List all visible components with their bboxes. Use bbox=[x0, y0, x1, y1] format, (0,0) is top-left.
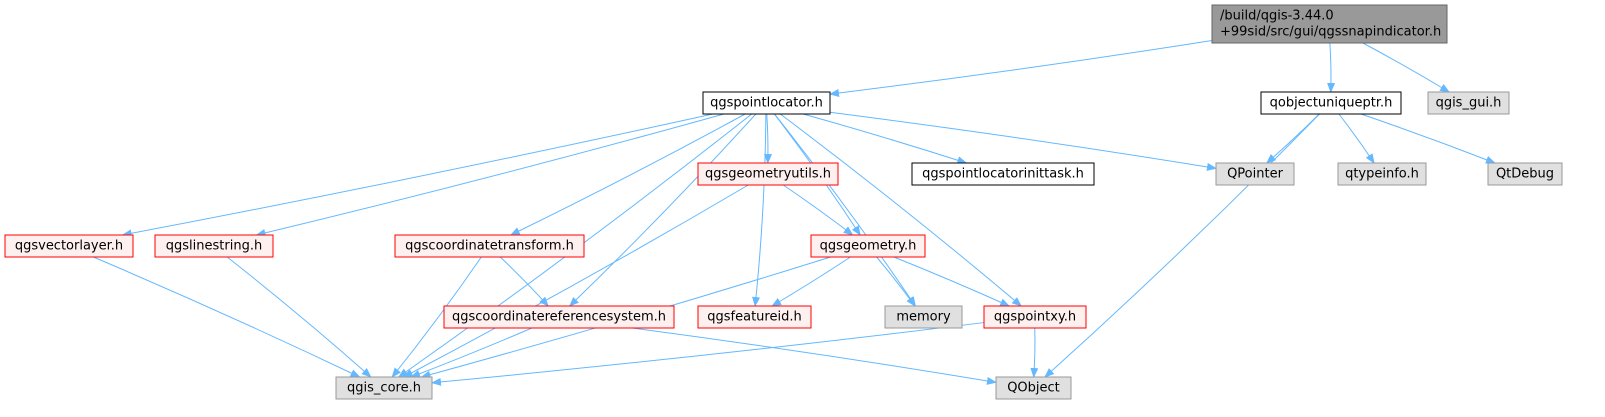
node-label-qtdebug: QtDebug bbox=[1496, 167, 1554, 182]
edge-root-to-qobjectuniqueptr bbox=[1327, 42, 1336, 93]
edge-qgspointlocator-to-memory bbox=[774, 113, 916, 307]
node-qobjectuniqueptr[interactable]: qobjectuniqueptr.h bbox=[1260, 91, 1402, 115]
edge-qgspointlocator-to-qgsgeometryutils bbox=[764, 113, 773, 164]
node-label-qgslinestring: qgslinestring.h bbox=[166, 239, 262, 254]
edge-qobjectuniqueptr-to-qtypeinfo bbox=[1338, 113, 1375, 164]
node-label-root: +99sid/src/gui/qgssnapindicator.h bbox=[1220, 25, 1441, 40]
node-label-qpointer: QPointer bbox=[1227, 167, 1284, 182]
node-box-qgspointlocator bbox=[702, 91, 831, 115]
edge-qgsgeometry-to-qgspointxy bbox=[893, 256, 1011, 307]
edge-qgscoordinatetransform-to-qgis_core bbox=[391, 256, 482, 378]
node-label-root: /build/qgis-3.44.0 bbox=[1220, 9, 1334, 24]
node-box-qgsfeatureid bbox=[697, 305, 812, 329]
node-qgslinestring[interactable]: qgslinestring.h bbox=[154, 234, 274, 258]
edge-qgspointlocator-to-qgspointlocatorinittask bbox=[803, 113, 968, 165]
node-box-qgscoordinatetransform bbox=[394, 234, 585, 258]
edge-root-to-qgis_gui bbox=[1362, 42, 1451, 93]
node-box-qgsgeometryutils bbox=[697, 162, 839, 186]
edge-qgslinestring-to-qgis_core bbox=[226, 256, 372, 378]
edge-qgspointlocator-to-qgspointxy bbox=[780, 113, 1022, 307]
node-qgsgeometryutils[interactable]: qgsgeometryutils.h bbox=[697, 162, 839, 186]
edge-qgspointlocator-to-qgscoordinatetransform bbox=[509, 113, 746, 236]
node-label-qtypeinfo: qtypeinfo.h bbox=[1345, 167, 1419, 182]
node-root[interactable]: /build/qgis-3.44.0+99sid/src/gui/qgssnap… bbox=[1211, 4, 1448, 44]
node-box-memory bbox=[884, 305, 963, 329]
node-qgis_gui: qgis_gui.h bbox=[1427, 91, 1510, 115]
node-label-memory: memory bbox=[896, 310, 951, 325]
node-qtypeinfo: qtypeinfo.h bbox=[1337, 162, 1427, 186]
node-label-qgis_gui: qgis_gui.h bbox=[1436, 96, 1502, 111]
node-memory: memory bbox=[884, 305, 963, 329]
edge-qobjectuniqueptr-to-qtdebug bbox=[1360, 113, 1496, 164]
node-label-qgsgeometry: qgsgeometry.h bbox=[820, 239, 917, 254]
node-box-qpointer bbox=[1215, 162, 1295, 186]
node-qgscoordinatereferencesystem[interactable]: qgscoordinatereferencesystem.h bbox=[443, 305, 675, 329]
edges-layer bbox=[93, 39, 1496, 386]
node-qgspointlocatorinittask[interactable]: qgspointlocatorinittask.h bbox=[911, 162, 1095, 186]
edge-qobjectuniqueptr-to-qobject bbox=[1044, 113, 1320, 378]
edge-qobjectuniqueptr-to-qpointer bbox=[1266, 113, 1320, 164]
node-label-qobjectuniqueptr: qobjectuniqueptr.h bbox=[1270, 96, 1393, 111]
node-box-qgspointxy bbox=[983, 305, 1087, 329]
node-qgspointxy[interactable]: qgspointxy.h bbox=[983, 305, 1087, 329]
node-label-qgspointlocatorinittask: qgspointlocatorinittask.h bbox=[922, 167, 1084, 182]
node-label-qobject: QObject bbox=[1007, 381, 1060, 396]
node-label-qgspointlocator: qgspointlocator.h bbox=[710, 96, 823, 111]
node-qtdebug: QtDebug bbox=[1487, 162, 1563, 186]
edge-qgscoordinatetransform-to-qgscoordinatereferencesystem bbox=[499, 256, 549, 307]
node-box-qgslinestring bbox=[154, 234, 274, 258]
edge-qgscoordinatereferencesystem-to-qgis_core bbox=[410, 327, 533, 378]
node-box-qtypeinfo bbox=[1337, 162, 1427, 186]
edge-qgspointlocator-to-qpointer bbox=[829, 111, 1217, 171]
node-qgsvectorlayer[interactable]: qgsvectorlayer.h bbox=[4, 234, 134, 258]
node-box-qgis_core bbox=[335, 376, 433, 400]
nodes-layer: /build/qgis-3.44.0+99sid/src/gui/qgssnap… bbox=[4, 4, 1563, 400]
node-label-qgis_core: qgis_core.h bbox=[347, 381, 421, 396]
edge-qgsgeometry-to-qgsfeatureid bbox=[771, 256, 851, 307]
edge-qgsvectorlayer-to-qgis_core bbox=[93, 256, 361, 378]
node-box-qgspointlocatorinittask bbox=[911, 162, 1095, 186]
node-box-qobject bbox=[995, 376, 1072, 400]
edge-qgsgeometryutils-to-qgsgeometry bbox=[782, 184, 854, 236]
node-box-qgsgeometry bbox=[810, 234, 926, 258]
edge-qgspointlocator-to-qgsfeatureid bbox=[752, 113, 767, 307]
node-qgsfeatureid[interactable]: qgsfeatureid.h bbox=[697, 305, 812, 329]
node-label-qgscoordinatereferencesystem: qgscoordinatereferencesystem.h bbox=[452, 310, 666, 325]
node-box-qobjectuniqueptr bbox=[1260, 91, 1402, 115]
edge-qgspointxy-to-qobject bbox=[1030, 327, 1039, 378]
edge-qgsgeometry-to-memory bbox=[876, 256, 916, 307]
node-qgsgeometry[interactable]: qgsgeometry.h bbox=[810, 234, 926, 258]
node-label-qgsgeometryutils: qgsgeometryutils.h bbox=[705, 167, 831, 182]
node-label-qgspointxy: qgspointxy.h bbox=[994, 310, 1076, 325]
edge-qgscoordinatereferencesystem-to-qobject bbox=[632, 327, 997, 385]
node-box-qgsvectorlayer bbox=[4, 234, 134, 258]
node-label-qgsvectorlayer: qgsvectorlayer.h bbox=[15, 239, 123, 254]
node-box-qtdebug bbox=[1487, 162, 1563, 186]
node-box-root bbox=[1211, 4, 1448, 44]
edge-qgsgeometryutils-to-qgis_core bbox=[402, 184, 749, 378]
node-qobject: QObject bbox=[995, 376, 1072, 400]
node-qpointer: QPointer bbox=[1215, 162, 1295, 186]
node-label-qgscoordinatetransform: qgscoordinatetransform.h bbox=[405, 239, 574, 254]
node-qgspointlocator[interactable]: qgspointlocator.h bbox=[702, 91, 831, 115]
edge-qgspointlocator-to-qgscoordinatereferencesystem bbox=[568, 113, 757, 307]
node-box-qgscoordinatereferencesystem bbox=[443, 305, 675, 329]
node-qgis_core: qgis_core.h bbox=[335, 376, 433, 400]
node-label-qgsfeatureid: qgsfeatureid.h bbox=[707, 310, 801, 325]
edge-qgspointlocator-to-qgslinestring bbox=[255, 113, 725, 237]
edge-qgspointxy-to-qgis_core bbox=[431, 322, 985, 386]
edge-root-to-qgspointlocator bbox=[829, 39, 1213, 97]
node-qgscoordinatetransform[interactable]: qgscoordinatetransform.h bbox=[394, 234, 585, 258]
node-box-qgis_gui bbox=[1427, 91, 1510, 115]
edge-qgspointlocator-to-qgsvectorlayer bbox=[121, 113, 713, 238]
